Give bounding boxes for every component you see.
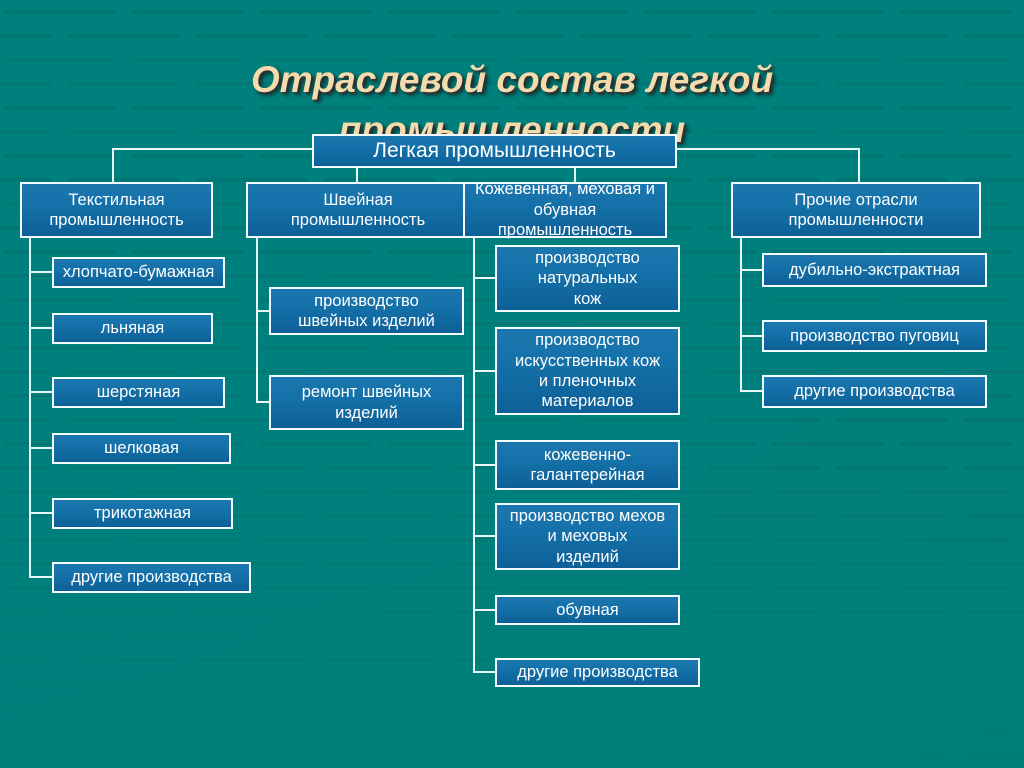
connector-textile-trunk [29, 238, 31, 578]
connector-stub [29, 391, 53, 393]
leaf-natural-leather: производство натуральных кож [495, 245, 680, 312]
leaf-other-industries: другие производства [762, 375, 987, 408]
connector-leather-trunk [473, 238, 475, 673]
leaf-linen: льняная [52, 313, 213, 344]
leaf-tanning-extract: дубильно-экстрактная [762, 253, 987, 287]
leaf-cotton: хлопчато-бумажная [52, 257, 225, 288]
connector-stub [473, 609, 495, 611]
leaf-wool: шерстяная [52, 377, 225, 408]
connector-root-right-v [858, 148, 860, 182]
connector-root-right-h [675, 148, 860, 150]
leaf-sewing-production: производство швейных изделий [269, 287, 464, 335]
leaf-fur-products: производство мехов и меховых изделий [495, 503, 680, 570]
leaf-other-textile: другие производства [52, 562, 251, 593]
leaf-knitwear: трикотажная [52, 498, 233, 529]
node-textile-industry: Текстильная промышленность [20, 182, 213, 238]
connector-stub [473, 370, 495, 372]
connector-stub [29, 271, 53, 273]
connector-stub [473, 277, 495, 279]
connector-stub [473, 535, 495, 537]
connector-stub [29, 512, 53, 514]
connector-root-down-leather [574, 168, 576, 182]
leaf-leather-haberdashery: кожевенно- галантерейная [495, 440, 680, 490]
connector-stub [256, 310, 269, 312]
leaf-other-leather: другие производства [495, 658, 700, 687]
node-other-industries: Прочие отрасли промышленности [731, 182, 981, 238]
connector-sewing-trunk [256, 238, 258, 403]
connector-other-trunk [740, 238, 742, 392]
leaf-artificial-leather: производство искусственных кож и пленочн… [495, 327, 680, 415]
leaf-buttons: производство пуговиц [762, 320, 987, 352]
connector-stub [29, 447, 53, 449]
connector-root-down-sewing [356, 168, 358, 182]
connector-stub [473, 464, 495, 466]
node-root: Легкая промышленность [312, 134, 677, 168]
node-leather-fur-footwear-industry: Кожевенная, меховая и обувная промышленн… [463, 180, 667, 239]
node-sewing-industry: Швейная промышленность [246, 182, 470, 238]
connector-root-left-v [112, 148, 114, 182]
connector-stub [740, 390, 762, 392]
connector-stub [29, 327, 53, 329]
connector-stub [473, 671, 495, 673]
connector-stub [740, 269, 762, 271]
leaf-footwear: обувная [495, 595, 680, 625]
connector-stub [29, 576, 53, 578]
connector-stub [740, 335, 762, 337]
leaf-sewing-repair: ремонт швейных изделий [269, 375, 464, 430]
leaf-silk: шелковая [52, 433, 231, 464]
connector-stub [256, 401, 269, 403]
connector-root-left-h [112, 148, 312, 150]
